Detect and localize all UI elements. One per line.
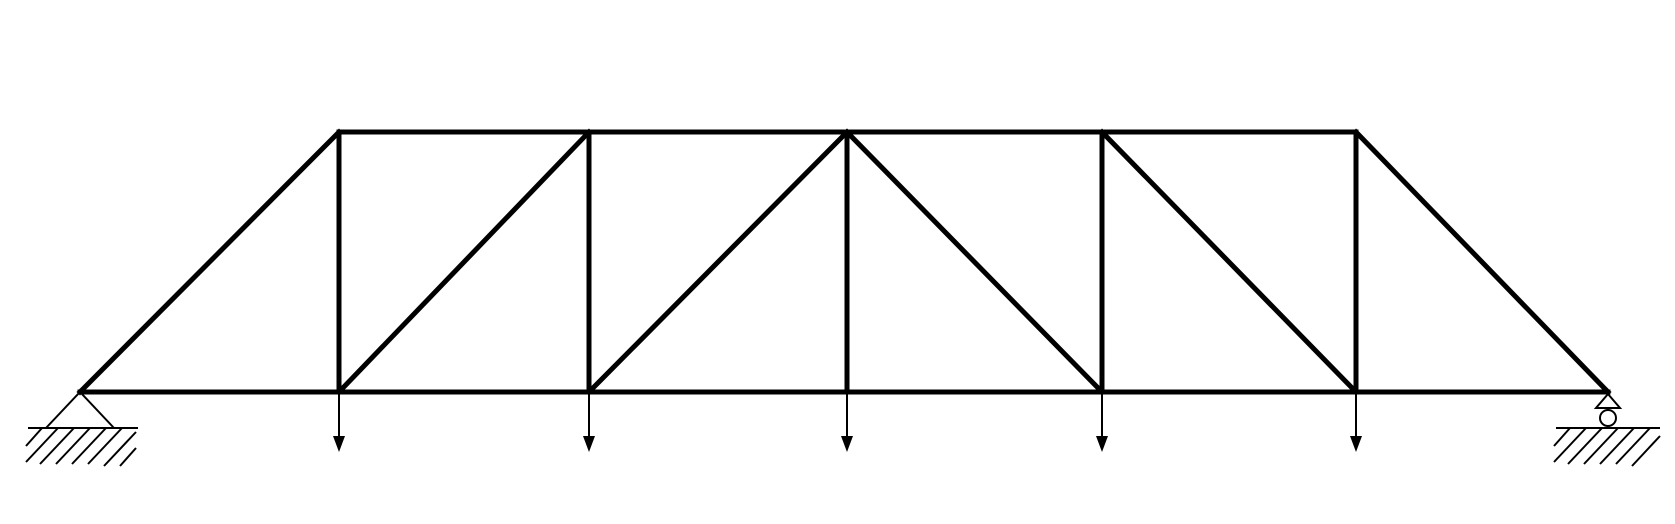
ground-hatch-right [1553,427,1661,467]
load-arrows [333,394,1362,452]
ground-hatch-left [25,427,137,467]
diagonal-member-4 [1098,128,1360,396]
roller-wheel [1599,409,1617,427]
truss-members [76,128,1612,396]
load-arrow-1 [333,394,345,452]
load-arrow-5 [1350,394,1362,452]
load-arrow-2 [583,394,595,452]
diagonal-member-1 [335,128,593,396]
right-end-diagonal [1352,128,1612,396]
pin-support-left [25,390,138,467]
diagonal-member-3 [843,128,1106,396]
load-arrow-4 [1096,394,1108,452]
roller-support-triangle [1593,392,1623,409]
roller-support-right [1553,392,1661,467]
left-end-diagonal [76,128,343,396]
load-arrow-3 [841,394,853,452]
pin-support-triangle [45,390,115,429]
diagonal-member-2 [585,128,851,396]
